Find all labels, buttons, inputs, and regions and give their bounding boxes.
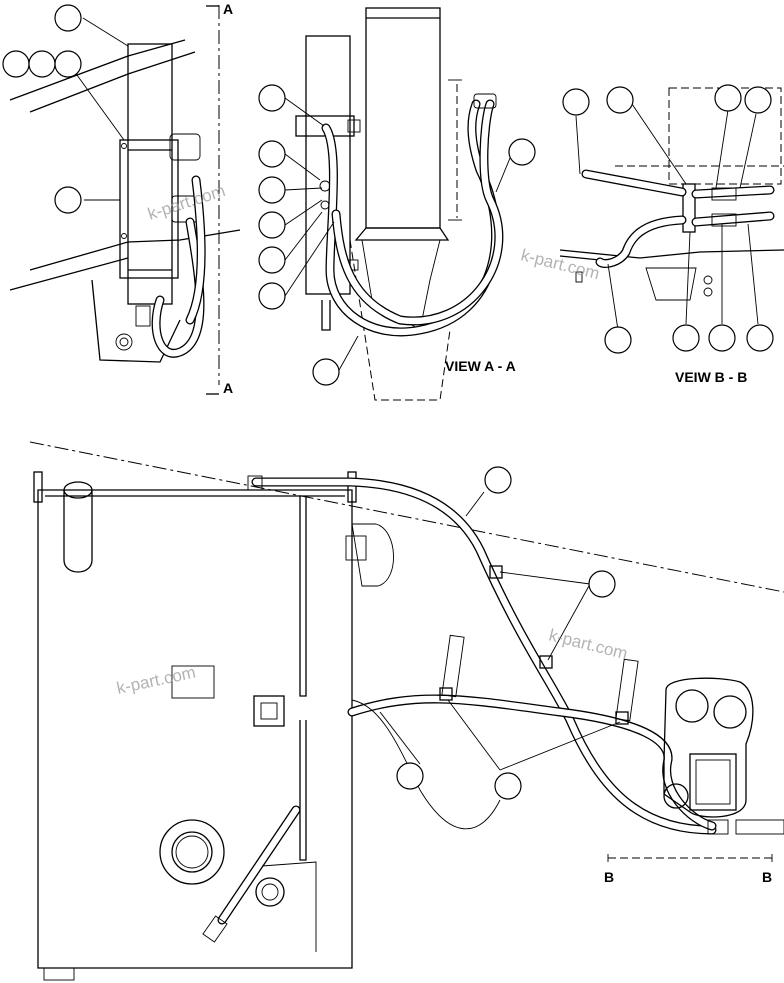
callout-13 xyxy=(508,138,536,166)
section-a-bottom-label: A xyxy=(223,380,233,396)
side-view-assembly xyxy=(9,5,241,395)
callout-19 xyxy=(672,324,700,352)
callout-9 xyxy=(258,211,286,239)
watermark-1: k-part.com xyxy=(145,181,227,224)
watermark-3: k-part.com xyxy=(547,625,630,663)
watermark-4: k-part.com xyxy=(115,663,197,698)
callout-16 xyxy=(714,84,742,112)
callout-bubbles xyxy=(2,4,774,800)
view-bb-caption: VEIW B - B xyxy=(675,369,747,385)
callout-25 xyxy=(494,772,522,800)
callout-18 xyxy=(604,326,632,354)
main-plan-view xyxy=(29,441,784,981)
callout-3 xyxy=(28,50,56,78)
callout-22 xyxy=(484,466,512,494)
view-aa-caption: VIEW A - A xyxy=(445,358,516,374)
callout-23 xyxy=(588,570,616,598)
section-b-left-label: B xyxy=(604,869,614,885)
callout-24 xyxy=(396,762,424,790)
callout-12 xyxy=(312,358,340,386)
callout-11 xyxy=(258,282,286,310)
callout-1 xyxy=(54,4,82,32)
watermark-2: k-part.com xyxy=(519,245,602,283)
callout-2 xyxy=(2,50,30,78)
callout-17 xyxy=(744,86,772,114)
section-a-top-label: A xyxy=(223,1,233,17)
callout-8 xyxy=(258,176,286,204)
callout-6 xyxy=(258,84,286,112)
callout-7 xyxy=(258,140,286,168)
callout-14 xyxy=(562,88,590,116)
section-b-right-label: B xyxy=(762,869,772,885)
callout-10 xyxy=(258,246,286,274)
callout-15 xyxy=(606,86,634,114)
view-a-a xyxy=(284,7,511,401)
callout-5 xyxy=(54,186,82,214)
callout-21 xyxy=(746,324,774,352)
callout-4 xyxy=(54,50,82,78)
callout-20 xyxy=(708,324,736,352)
view-b-b xyxy=(559,87,784,331)
